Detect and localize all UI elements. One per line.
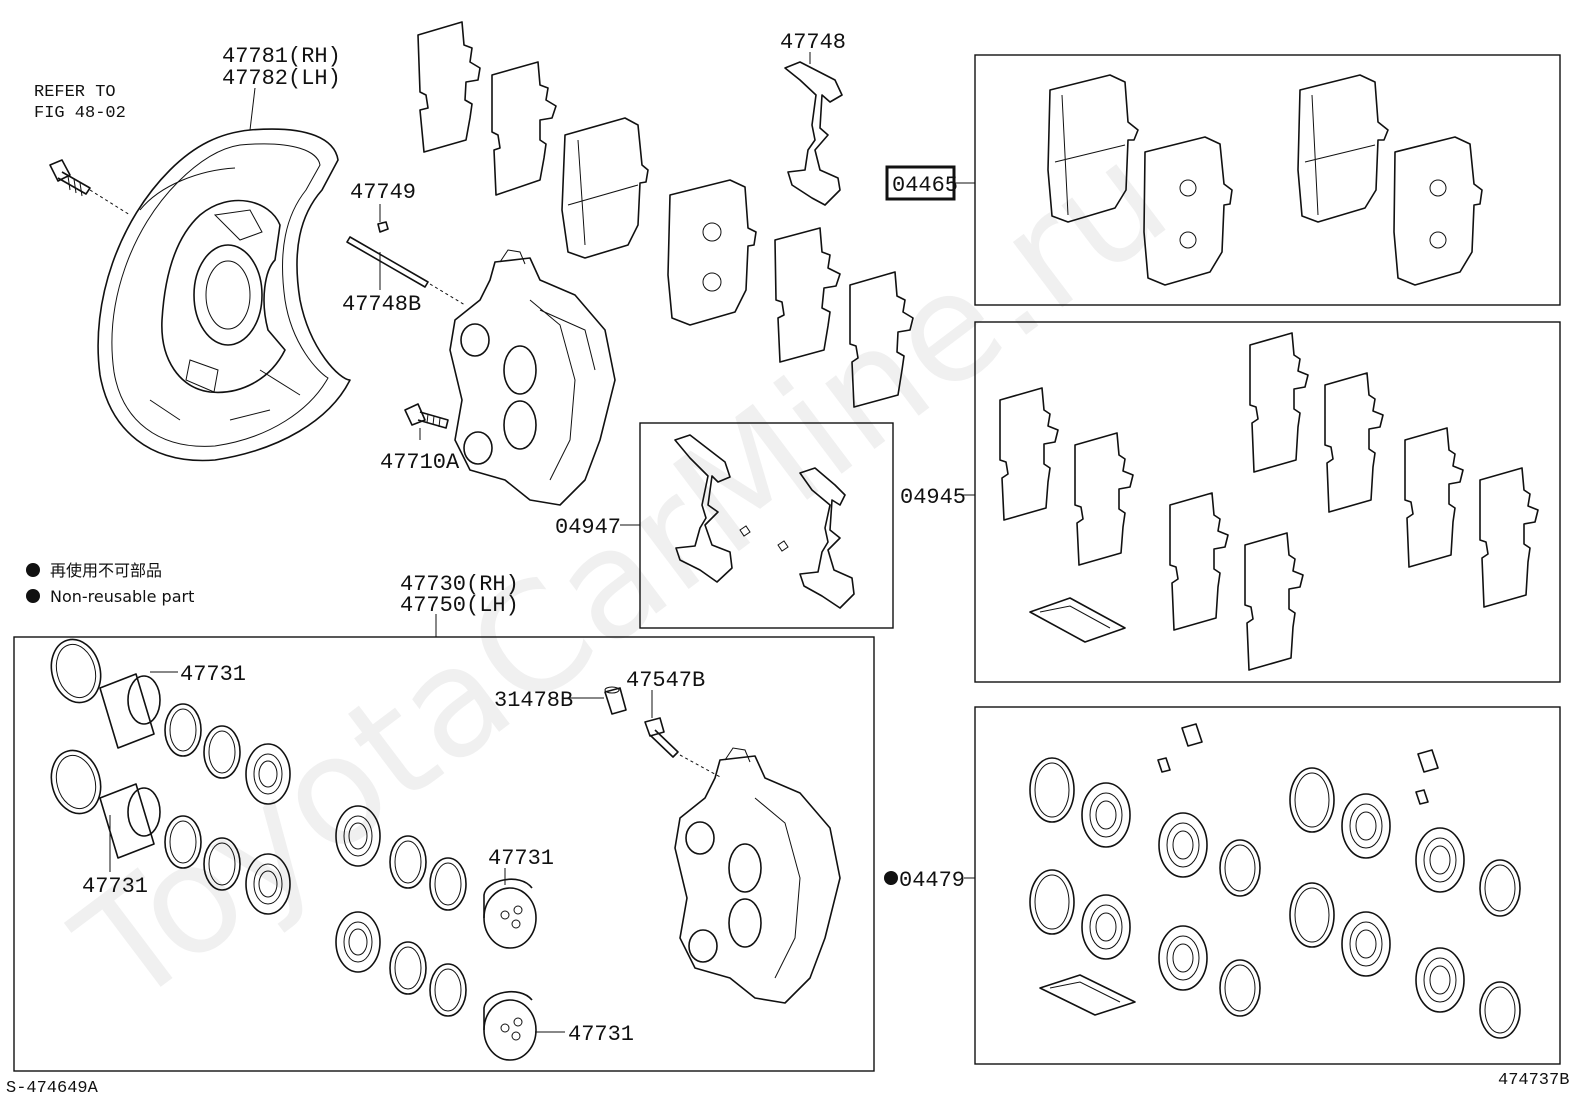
part-04465-box	[885, 165, 956, 201]
part-04947-label: 04947	[555, 515, 621, 540]
part-47730-label: 47730(RH)	[400, 572, 519, 597]
legend-bullet-en	[26, 589, 40, 603]
bleeder-47547b	[644, 717, 679, 758]
pin-leader	[429, 283, 466, 306]
shim-4	[849, 271, 914, 408]
part-47781-label: 47781(RH)	[222, 44, 341, 69]
part-47748b-label: 47748B	[342, 292, 421, 317]
shim-3	[774, 227, 841, 363]
shield-bolt	[49, 159, 91, 197]
caliper-upper	[449, 249, 616, 506]
non-reusable-bullet-04479	[884, 871, 898, 885]
part-47731-label-c: 47731	[488, 846, 554, 871]
frame-47730	[13, 636, 875, 1072]
watermark: ToyotaCarMine.ru	[46, 111, 1198, 1039]
frame-04479	[974, 706, 1561, 1065]
frame-04465	[974, 54, 1561, 306]
clip-47749	[377, 221, 389, 233]
bolt-47710a	[404, 403, 449, 429]
pad-set-04465	[1047, 74, 1483, 286]
leader-lines	[109, 52, 975, 1033]
part-31478b-label: 31478B	[494, 688, 573, 713]
frame-04945	[974, 321, 1561, 683]
refer-to-label: REFER TO	[34, 83, 116, 102]
part-47731-label-b: 47731	[82, 874, 148, 899]
footer-right-code: 474737B	[1498, 1071, 1569, 1090]
part-47731-label-a: 47731	[180, 662, 246, 687]
part-04465-label: 04465	[892, 173, 958, 198]
part-04479-label: 04479	[899, 868, 965, 893]
part-47748-label: 47748	[780, 30, 846, 55]
caliper-lower	[674, 747, 841, 1004]
part-47750-label: 47750(LH)	[400, 593, 519, 618]
legend-en: Non-reusable part	[50, 587, 194, 606]
seals-pistons-right	[335, 805, 537, 1061]
cap-31478b	[604, 686, 627, 715]
part-47749-label: 47749	[350, 180, 416, 205]
part-47782-label: 47782(LH)	[222, 66, 341, 91]
seal-kit-04479	[1029, 723, 1521, 1039]
bolt-leader	[89, 189, 131, 216]
legend-jp: 再使用不可部品	[50, 561, 162, 580]
fig-label: FIG 48-02	[34, 104, 126, 123]
footer-left-code: S-474649A	[6, 1079, 99, 1098]
spring-47748	[784, 61, 843, 206]
bleeder-leader	[679, 754, 723, 779]
part-47547b-label: 47547B	[626, 668, 705, 693]
pad-2	[667, 179, 757, 326]
shim-2	[491, 61, 557, 196]
seals-pistons-left	[50, 638, 291, 915]
pad-1	[561, 117, 649, 259]
part-04945-label: 04945	[900, 485, 966, 510]
pin-47748b	[346, 236, 429, 288]
shim-set-04945	[999, 332, 1539, 671]
dust-shield	[97, 128, 351, 462]
shim-1	[417, 21, 481, 153]
springs-04947	[674, 434, 855, 609]
legend-bullet-jp	[26, 563, 40, 577]
part-47710a-label: 47710A	[380, 450, 460, 475]
part-47731-label-d: 47731	[568, 1022, 634, 1047]
